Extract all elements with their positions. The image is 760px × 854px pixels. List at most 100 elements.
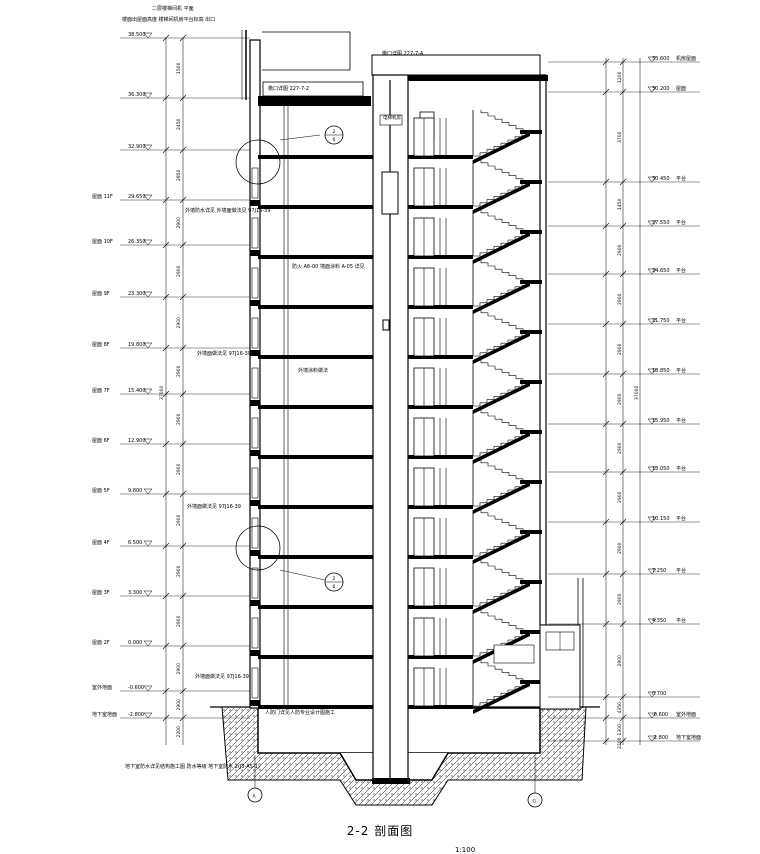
level-name-right: 平台 [676,175,686,182]
dim-text-left: 2900 [176,514,182,526]
level-name-right: 屋面 [676,86,686,92]
stair-flight [473,180,530,207]
note-top-1: 二层楼梯间机 平面 [152,5,194,12]
floor-slab [258,505,373,509]
dim-text-right: 2900 [617,393,623,405]
dim-tick [619,518,627,526]
stair-flight-2 [480,259,530,283]
level-value: -2.800 [128,712,144,718]
wall-beam [250,550,260,556]
room-label: 电梯机房 [383,114,401,121]
stair-landing [520,380,542,384]
dim-tick [162,687,170,695]
window-frame [251,217,259,249]
note-wall-5: 外墙面做法见 97J16-39 [187,503,241,510]
dim-tick [179,196,187,204]
level-value: 15.400 [128,388,146,394]
level-value-right: 30.450 [652,176,670,182]
stair-landing [520,480,542,484]
level-value: 19.800 [128,342,146,348]
dim-tick [179,34,187,42]
level-mark-right [647,712,657,719]
level-value-right: 33.600 [652,56,670,62]
axis-g-label: G [533,799,537,805]
level-mark-right [647,516,657,523]
level-value-right: 18.850 [652,368,670,374]
note-wall-2: 防火 A6-00 墙面涂料 A-05 详见 [292,263,365,270]
dim-tick [602,468,610,476]
stair-flight [473,130,530,157]
stair-flight [473,230,530,257]
dim-text-left: 2900 [176,463,182,475]
level-mark [143,388,153,395]
stair-flight [473,680,530,707]
level-value: 6.500 [128,540,142,546]
wall-beam [250,450,260,456]
total-dim-right: 37000 [634,386,640,400]
dim-tick [602,270,610,278]
stair-flight-2 [480,209,530,233]
dim-tick [602,222,610,230]
level-mark-right [647,466,657,473]
dim-tick [619,270,627,278]
left-exterior-wall [249,39,261,709]
stair-landing [520,130,542,134]
level-value: 9.800 [128,488,142,494]
level-mark [143,342,153,349]
drawing-scale: 1:100 [455,846,476,854]
dim-text-left: 2850 [176,169,182,181]
dim-tick [179,687,187,695]
stair-flight [473,480,530,507]
right-exterior-wall [539,74,547,626]
floor-slab-right [408,605,473,609]
dim-text-left: 2900 [176,365,182,377]
elevator-car [381,171,399,215]
level-mark-right [647,568,657,575]
stair-flight [473,330,530,357]
floor-slab-right [408,655,473,659]
level-mark-right [647,368,657,375]
window-frame [251,317,259,349]
stair-flight-2 [480,559,530,583]
stair-landing [520,430,542,434]
dim-tick [162,592,170,600]
level-mark-right [647,220,657,227]
wall-beam [250,300,260,306]
dim-text-left: 2200 [176,726,182,738]
dim-tick [602,714,610,722]
dim-text-left: 2900 [176,699,182,711]
level-value: 36.300 [128,92,146,98]
stair-flight-2 [480,309,530,333]
level-mark-right [647,268,657,275]
note-wall-1: 外墙防水详见 外墙面做法见 97J16-39 [185,207,271,214]
level-value-right: 0.700 [652,691,666,697]
level-mark-right [647,176,657,183]
window-frame [251,467,259,499]
level-value: 38.500 [128,32,146,38]
dim-tick [602,570,610,578]
level-name: 屋面 6F [92,438,110,444]
level-name: 地下室地面 [92,711,117,718]
dim-tick [602,518,610,526]
floor-slab [258,655,373,659]
dim-tick [162,390,170,398]
dim-text-right: 1300 [617,724,623,736]
total-dim-left: 37000 [159,386,165,400]
dim-tick [602,370,610,378]
stair-slab [473,132,530,164]
dim-tick [179,94,187,102]
dim-text-right: 2900 [617,542,623,554]
dim-tick [179,241,187,249]
dim-tick [619,420,627,428]
level-mark-right [647,735,657,742]
stair-slab [473,532,530,564]
level-name: 屋面 11F [92,194,113,200]
level-value: 12.900 [128,438,146,444]
dim-text-right: 2900 [617,244,623,256]
floor-slab [258,305,373,309]
stair-slab [473,182,530,214]
floor-slab-right [408,405,473,409]
stair-flight [473,430,530,457]
stair-flight-2 [480,359,530,383]
floor-slab-right [408,505,473,509]
